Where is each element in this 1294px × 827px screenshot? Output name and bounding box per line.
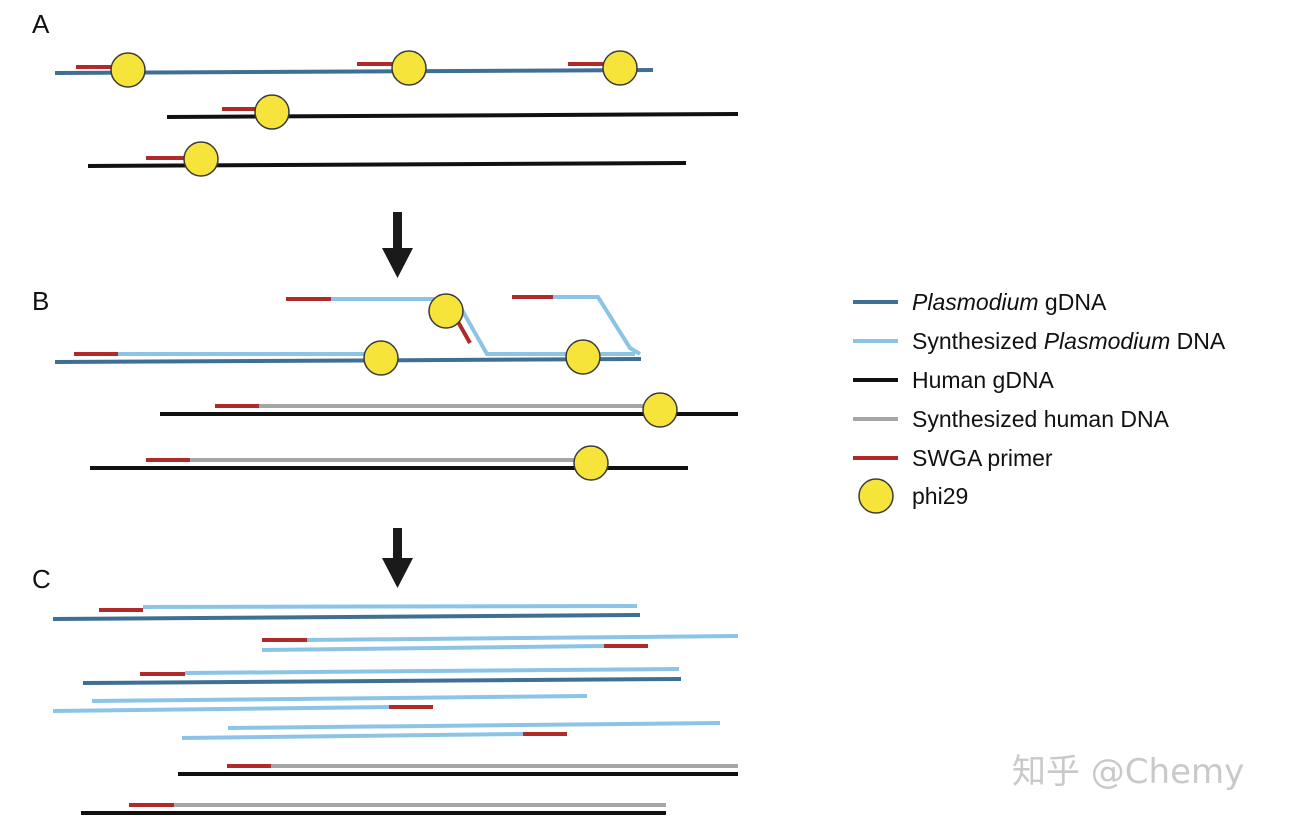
- arrow-down-icon: [382, 528, 413, 588]
- legend-label: Synthesized Plasmodium DNA: [912, 328, 1226, 354]
- legend-label: Synthesized human DNA: [912, 406, 1170, 432]
- synthesized-plasmodium-strand: [91, 694, 588, 703]
- synthesized-plasmodium-strand: [227, 721, 721, 730]
- phi29-enzyme: [602, 50, 638, 86]
- plasmodium-gdna-strand: [82, 677, 682, 685]
- phi29-enzyme: [573, 445, 609, 481]
- phi29-enzyme: [391, 50, 427, 86]
- human-gdna-strand: [87, 161, 687, 168]
- phi29-enzyme: [428, 293, 464, 329]
- legend-label: phi29: [912, 483, 968, 509]
- phi29-enzyme: [642, 392, 678, 428]
- panel-b: [54, 293, 738, 481]
- plasmodium-gdna-strand: [54, 357, 642, 364]
- phi29-enzyme: [254, 94, 290, 130]
- plasmodium-gdna-strand: [54, 68, 654, 75]
- legend-item-phi29: phi29: [858, 478, 968, 514]
- swga-primer: [455, 319, 472, 344]
- watermark-text: 知乎 @Chemy: [1012, 752, 1244, 792]
- legend-item-human-gdna: Human gDNA: [853, 367, 1055, 393]
- synthesized-plasmodium-strand: [553, 295, 642, 356]
- phi29-enzyme: [183, 141, 219, 177]
- panel-label-b: B: [32, 286, 49, 316]
- phi29-enzyme: [363, 340, 399, 376]
- legend-label: SWGA primer: [912, 445, 1053, 471]
- legend-label: Plasmodium gDNA: [912, 289, 1107, 315]
- panel-label-c: C: [32, 564, 51, 594]
- phi29-enzyme: [565, 339, 601, 375]
- plasmodium-gdna-strand: [52, 613, 641, 621]
- synthesized-plasmodium-strand: [184, 667, 680, 675]
- synthesized-plasmodium-strand: [261, 644, 605, 652]
- panel-c: [52, 604, 739, 815]
- phi29-enzyme: [110, 52, 146, 88]
- synthesized-plasmodium-strand: [181, 732, 524, 740]
- panel-label-a: A: [32, 9, 50, 39]
- arrow-down-icon: [382, 212, 413, 278]
- phi29-icon: [858, 478, 894, 514]
- legend-item-swga-primer: SWGA primer: [853, 445, 1053, 471]
- synthesized-plasmodium-strand: [52, 705, 390, 713]
- synthesized-plasmodium-strand: [306, 634, 739, 642]
- legend-item-synthesized-human-dna: Synthesized human DNA: [853, 406, 1170, 432]
- legend-item-synthesized-plasmodium-dna: Synthesized Plasmodium DNA: [853, 328, 1226, 354]
- panel-a: [54, 50, 739, 177]
- synthesized-plasmodium-strand: [142, 604, 638, 609]
- human-gdna-strand: [166, 112, 739, 119]
- legend-label: Human gDNA: [912, 367, 1055, 393]
- legend: Plasmodium gDNA Synthesized Plasmodium D…: [853, 289, 1226, 514]
- legend-item-plasmodium-gdna: Plasmodium gDNA: [853, 289, 1107, 315]
